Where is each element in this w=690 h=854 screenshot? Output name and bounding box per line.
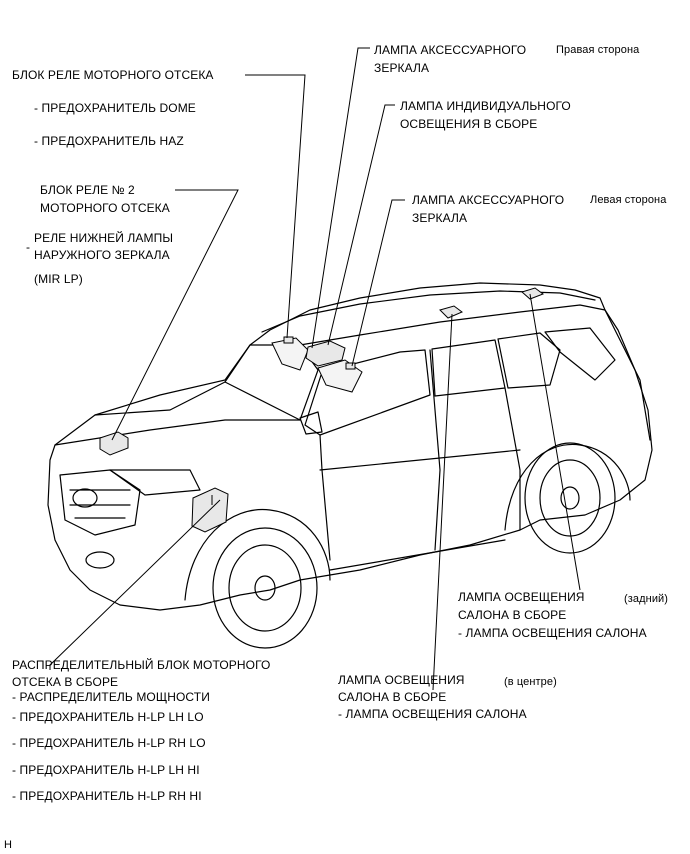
engine-relay-block-item-dome: - ПРЕДОХРАНИТЕЛЬ DOME bbox=[34, 101, 196, 115]
vanity-lamp-right-side: Правая сторона bbox=[556, 44, 640, 56]
room-lamp-center-line-2: САЛОНА В СБОРЕ bbox=[338, 690, 447, 704]
room-lamp-center-qualifier: (в центре) bbox=[504, 676, 557, 688]
engine-junction-block-line-1: РАСПРЕДЕЛИТЕЛЬНЫЙ БЛОК МОТОРНОГО bbox=[12, 658, 271, 672]
engine-junction-block-item-lh-lo: - ПРЕДОХРАНИТЕЛЬ H-LP LH LO bbox=[12, 710, 204, 724]
vanity-lamp-right-line-2: ЗЕРКАЛА bbox=[374, 61, 430, 75]
engine-relay-block-2-title-2: МОТОРНОГО ОТСЕКА bbox=[40, 201, 170, 215]
room-lamp-center-part bbox=[439, 305, 463, 319]
side-mirror bbox=[299, 411, 323, 435]
engine-relay-block-2-title-1: БЛОК РЕЛЕ № 2 bbox=[40, 183, 135, 197]
room-lamp-center-line-1: ЛАМПА ОСВЕЩЕНИЯ bbox=[338, 673, 465, 687]
leader-vanity-left bbox=[351, 199, 405, 367]
relay-name-2: НАРУЖНОГО ЗЕРКАЛА bbox=[34, 248, 170, 262]
vanity-lamp-right-line-1: ЛАМПА АКСЕССУАРНОГО bbox=[374, 43, 527, 57]
vanity-lamp-left-part bbox=[345, 362, 356, 370]
rear-wheel-arch bbox=[504, 443, 631, 531]
room-lamp-rear-item: - ЛАМПА ОСВЕЩЕНИЯ САЛОНА bbox=[458, 626, 647, 640]
corner-mark: H bbox=[4, 839, 13, 851]
leader-room-rear bbox=[529, 293, 581, 591]
vanity-lamp-right-part bbox=[283, 336, 294, 344]
rear-wheel bbox=[524, 442, 616, 554]
personal-lamp-line-2: ОСВЕЩЕНИЯ В СБОРЕ bbox=[400, 117, 538, 131]
engine-relay-block-2-part bbox=[99, 431, 129, 456]
personal-lamp-part bbox=[305, 340, 346, 367]
middle-side-window bbox=[431, 339, 506, 397]
rear-side-window bbox=[497, 332, 561, 389]
leader-engine-relay-block-2 bbox=[111, 189, 239, 441]
leader-room-center bbox=[432, 313, 453, 691]
leader-personal-lamp bbox=[327, 104, 395, 346]
room-lamp-rear-line-1: ЛАМПА ОСВЕЩЕНИЯ bbox=[458, 590, 585, 604]
leader-vanity-right bbox=[311, 47, 370, 349]
front-grille bbox=[59, 469, 141, 536]
hood bbox=[54, 419, 301, 446]
vehicle-body-outline bbox=[47, 282, 653, 611]
front-wheel bbox=[212, 527, 318, 649]
room-lamp-rear-qualifier: (задний) bbox=[624, 593, 669, 605]
front-wheel-arch bbox=[184, 508, 331, 601]
leader-junction-block bbox=[49, 499, 221, 670]
engine-junction-block-item-lh-hi: - ПРЕДОХРАНИТЕЛЬ H-LP LH HI bbox=[12, 763, 200, 777]
headlight bbox=[109, 469, 201, 496]
roof-rail-left bbox=[261, 290, 596, 333]
engine-junction-block-item-power: - РАСПРЕДЕЛИТЕЛЬ МОЩНОСТИ bbox=[12, 690, 210, 704]
engine-junction-block-item-rh-lo: - ПРЕДОХРАНИТЕЛЬ H-LP RH LO bbox=[12, 736, 206, 750]
front-side-window bbox=[304, 349, 431, 436]
roof-rail-right bbox=[299, 304, 606, 346]
personal-lamp-line-1: ЛАМПА ИНДИВИДУАЛЬНОГО bbox=[400, 99, 571, 113]
engine-relay-block-item-haz: - ПРЕДОХРАНИТЕЛЬ HAZ bbox=[34, 134, 184, 148]
relay-code: (MIR LP) bbox=[34, 272, 83, 286]
engine-junction-block-item-rh-hi: - ПРЕДОХРАНИТЕЛЬ H-LP RH HI bbox=[12, 789, 202, 803]
vanity-lamp-left-side: Левая сторона bbox=[590, 194, 667, 206]
quarter-window bbox=[544, 327, 616, 381]
relay-dash: - bbox=[26, 240, 31, 254]
vanity-lamp-left-line-2: ЗЕРКАЛА bbox=[412, 211, 468, 225]
relay-name-1: РЕЛЕ НИЖНЕЙ ЛАМПЫ bbox=[34, 231, 174, 245]
vanity-lamp-left-line-1: ЛАМПА АКСЕССУАРНОГО bbox=[412, 193, 565, 207]
room-lamp-rear-line-2: САЛОНА В СБОРЕ bbox=[458, 608, 567, 622]
engine-junction-block-line-2: ОТСЕКА В СБОРЕ bbox=[12, 675, 119, 689]
room-lamp-rear-part bbox=[520, 287, 545, 300]
engine-relay-block-title: БЛОК РЕЛЕ МОТОРНОГО ОТСЕКА bbox=[12, 68, 214, 82]
room-lamp-center-item: - ЛАМПА ОСВЕЩЕНИЯ САЛОНА bbox=[338, 707, 527, 721]
leader-engine-relay-block bbox=[245, 74, 306, 339]
